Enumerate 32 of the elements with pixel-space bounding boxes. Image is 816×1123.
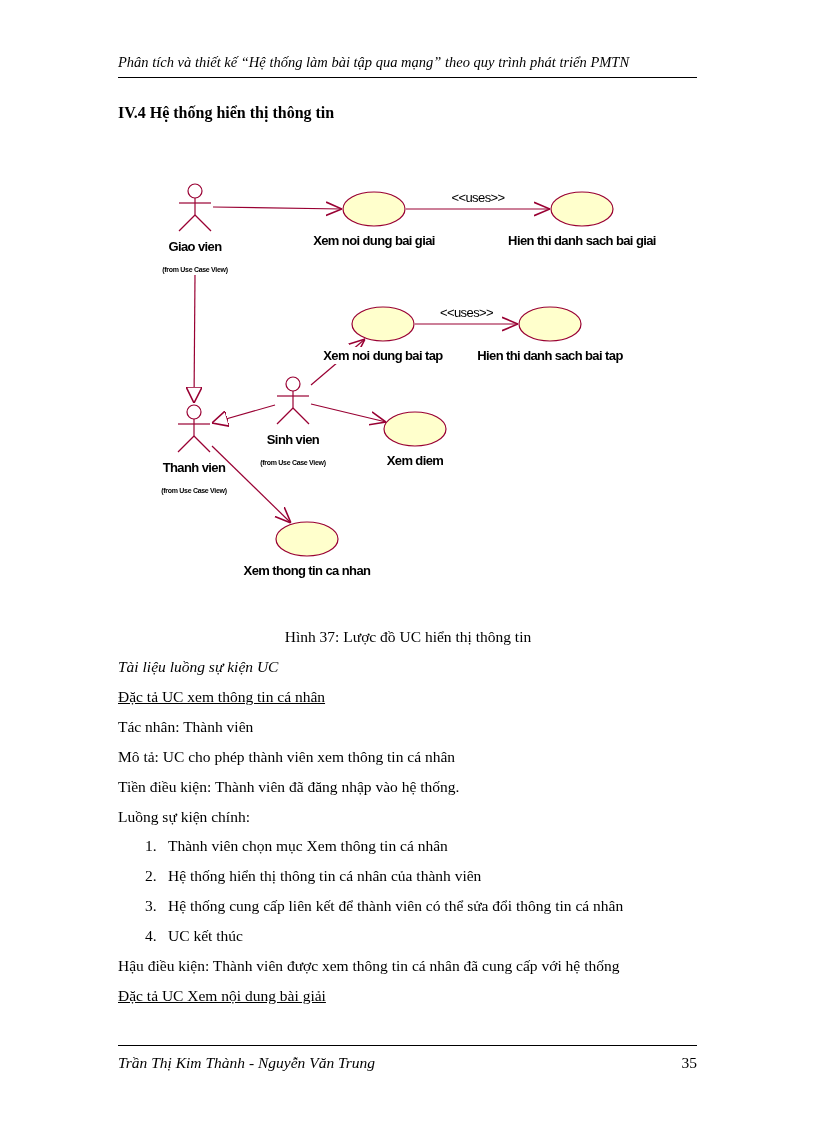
- list-number: 3.: [145, 897, 157, 915]
- section-note: Tài liệu luồng sự kiện UC: [118, 658, 279, 676]
- list-number: 4.: [145, 927, 157, 945]
- figure-caption: Hình 37: Lược đồ UC hiển thị thông tin: [283, 628, 533, 646]
- generalization-arrow: [211, 404, 276, 428]
- text-line: Hậu điều kiện: Thành viên được xem thông tin cá nhân đã cung cấp với hệ thống: [118, 957, 620, 975]
- list-item: Hệ thống hiển thị thông tin cá nhân của thành viên: [168, 867, 482, 885]
- association-arrow: [212, 201, 343, 217]
- actor-name: Giao vien: [167, 238, 223, 255]
- list-item: Hệ thống cung cấp liên kết để thành viên có thể sửa đổi thông tin cá nhân: [168, 897, 624, 915]
- actor-name: Thanh vien: [161, 459, 227, 476]
- subheading: Đặc tả UC xem thông tin cá nhân: [118, 688, 326, 706]
- association-arrow: [310, 403, 387, 426]
- actor-name: Sinh vien: [265, 431, 321, 448]
- generalization-arrow: [185, 274, 203, 404]
- text-line: Tác nhân: Thành viên: [118, 718, 254, 736]
- association-arrow: [211, 445, 292, 524]
- list-number: 2.: [145, 867, 157, 885]
- list-item: Thành viên chọn mục Xem thông tin cá nhân: [168, 837, 448, 855]
- association-arrow: [310, 338, 366, 386]
- list-number: 1.: [145, 837, 157, 855]
- section-heading: IV.4 Hệ thống hiển thị thông tin: [118, 104, 335, 122]
- page-number: 35: [681, 1054, 697, 1072]
- subheading: Đặc tả UC Xem nội dung bài giải: [118, 987, 326, 1005]
- association-arrow: [405, 201, 551, 217]
- text-line: Mô tả: UC cho phép thành viên xem thông tin cá nhân: [118, 748, 456, 766]
- text-line: Tiền điều kiện: Thành viên đã đăng nhập vào hệ thống.: [118, 778, 460, 796]
- list-item: UC kết thúc: [168, 927, 243, 945]
- page-footer: Trần Thị Kim Thành - Nguyễn Văn Trung: [118, 1054, 376, 1072]
- page-header: Phân tích và thiết kế “Hệ thống làm bài tập qua mạng” theo quy trình phát triển PMTN: [118, 53, 630, 71]
- text-line: Luồng sự kiện chính:: [118, 808, 250, 826]
- association-arrow: [414, 316, 519, 332]
